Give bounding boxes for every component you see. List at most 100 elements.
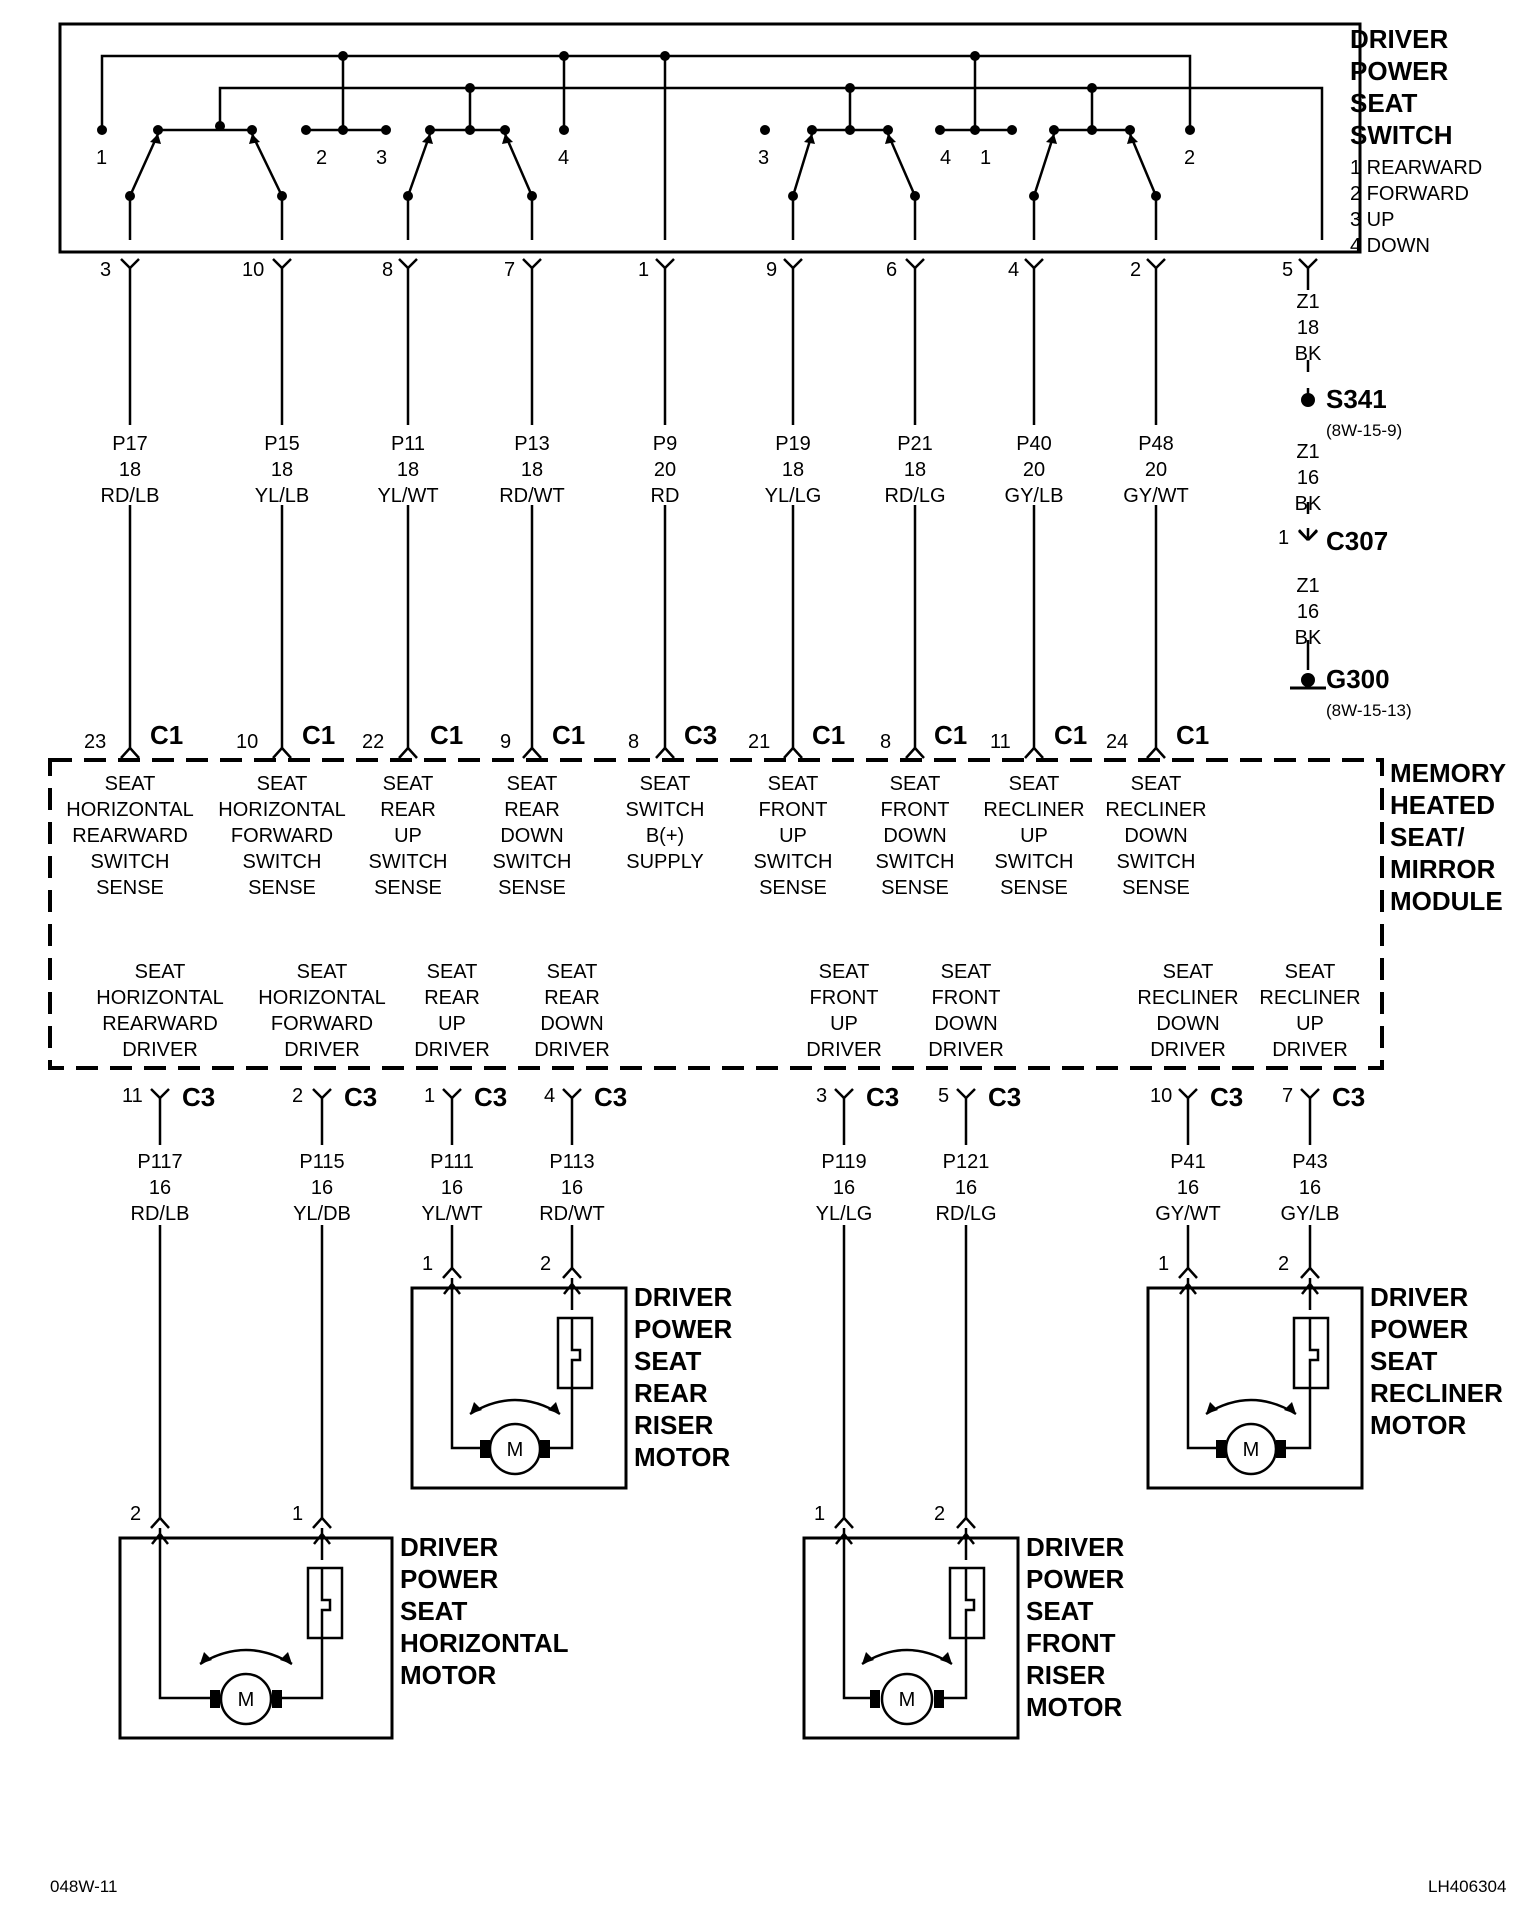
module-input-connector: C1 (1176, 720, 1209, 750)
switch-title-line: DRIVER (1350, 24, 1448, 54)
module-input-text: SENSE (498, 877, 566, 899)
motor-title-line: FRONT (1026, 1628, 1116, 1658)
module-input-connector: C3 (684, 720, 717, 750)
module-title-line: MIRROR (1390, 854, 1496, 884)
wire-circuit: P15 (264, 433, 300, 455)
module-input-text: HORIZONTAL (218, 799, 345, 821)
module-input-text: SEAT (507, 773, 558, 795)
module-output-connector: C3 (1332, 1082, 1365, 1112)
wire-circuit: P121 (943, 1151, 990, 1173)
module-input-text: SEAT (383, 773, 434, 795)
wire-gauge: 20 (1145, 459, 1167, 481)
switch-internal-number: 2 (316, 147, 327, 169)
module-output-pin: 5 (938, 1085, 949, 1107)
switch-pin-labels: 3 10 8 7 1 9 6 4 2 5 (100, 259, 1293, 281)
switch-pin: 5 (1282, 259, 1293, 281)
module-output-text: DRIVER (1272, 1039, 1348, 1061)
module-input-text: DOWN (1124, 825, 1187, 847)
motor-title-line: SEAT (1370, 1346, 1438, 1376)
ground-label: G300 (1326, 664, 1390, 694)
wire-color: YL/DB (293, 1203, 351, 1225)
module-output-pin: 11 (122, 1085, 143, 1107)
module-input-text: SENSE (374, 877, 442, 899)
wire-gauge: 16 (1299, 1177, 1321, 1199)
wire-color: YL/LB (255, 485, 309, 507)
module-input-connector: C1 (934, 720, 967, 750)
motor-title-line: REAR (634, 1378, 708, 1408)
module-output-text: DOWN (934, 1013, 997, 1035)
motor-title-line: DRIVER (1370, 1282, 1468, 1312)
recliner-motor: M 1 2 DRIVER POWER SEAT RECLINER MOTOR (1146, 1253, 1503, 1490)
motor-title-line: RISER (634, 1410, 714, 1440)
wire-gauge: 18 (119, 459, 141, 481)
module-output-text: SEAT (941, 961, 992, 983)
wire-gauge: 18 (782, 459, 804, 481)
wire-circuit: P19 (775, 433, 811, 455)
switch-internal-number: 1 (980, 147, 991, 169)
splice-ref: (8W-15-9) (1326, 421, 1402, 440)
switch-legend-line: 4 DOWN (1350, 235, 1430, 257)
motor-title-line: HORIZONTAL (400, 1628, 569, 1658)
module-input-text: RECLINER (983, 799, 1084, 821)
wire-circuit: P111 (430, 1151, 474, 1173)
module-input-text: DOWN (500, 825, 563, 847)
module-input-text: SEAT (768, 773, 819, 795)
wire-circuit: P13 (514, 433, 550, 455)
wire-gauge: 18 (397, 459, 419, 481)
module-output-text: FRONT (810, 987, 879, 1009)
switch-pin: 8 (382, 259, 393, 281)
motor-pin: 2 (130, 1503, 141, 1525)
ground-wire-color: BK (1295, 627, 1322, 649)
wire-color: RD (651, 485, 680, 507)
module-input-text: UP (779, 825, 807, 847)
motor-title-line: MOTOR (400, 1660, 497, 1690)
module-output-pin: 1 (424, 1085, 435, 1107)
wire-color: RD/LG (935, 1203, 996, 1225)
module-input-pin: 8 (880, 731, 891, 753)
wire-gauge: 20 (654, 459, 676, 481)
module-input-text: SWITCH (369, 851, 448, 873)
wire-gauge: 16 (441, 1177, 463, 1199)
motor-title-line: SEAT (634, 1346, 702, 1376)
module-output-text: DOWN (1156, 1013, 1219, 1035)
switch-internal-number: 3 (376, 147, 387, 169)
module-input-text: SENSE (248, 877, 316, 899)
horizontal-motor: M 2 1 DRIVER POWER SEAT HORIZONTAL MOTOR (118, 1503, 569, 1740)
wire-gauge: 18 (271, 459, 293, 481)
motor-pin: 1 (1158, 1253, 1169, 1275)
module-input-text: SWITCH (995, 851, 1074, 873)
module-input-text: SWITCH (876, 851, 955, 873)
wire-color: RD/LB (131, 1203, 190, 1225)
module-output-text: RECLINER (1259, 987, 1360, 1009)
switch-title-line: SEAT (1350, 88, 1418, 118)
ground-ref: (8W-15-13) (1326, 701, 1412, 720)
top-wire-group: P17 18 RD/LB P15 18 YL/LB P11 18 YL/WT P… (100, 257, 1189, 760)
rear-riser-motor: M 1 2 DRIVER POWER SEAT REAR RISER MOTOR (410, 1253, 732, 1490)
wire-gauge: 16 (955, 1177, 977, 1199)
module-input-text: FRONT (759, 799, 828, 821)
module-output-connector: C3 (344, 1082, 377, 1112)
motor-pin: 1 (422, 1253, 433, 1275)
module-input-text: SEAT (105, 773, 156, 795)
motor-title-line: DRIVER (1026, 1532, 1124, 1562)
wire-gauge: 18 (904, 459, 926, 481)
wire-gauge: 16 (149, 1177, 171, 1199)
module-output-text: FRONT (932, 987, 1001, 1009)
wire-gauge: 16 (561, 1177, 583, 1199)
wire-circuit: P21 (897, 433, 933, 455)
module-input-text: SWITCH (91, 851, 170, 873)
module-output-text: SEAT (135, 961, 186, 983)
switch-legend-line: 2 FORWARD (1350, 183, 1469, 205)
module-input-text: SEAT (1009, 773, 1060, 795)
ground-wire-color: BK (1295, 343, 1322, 365)
module-output-text: HORIZONTAL (258, 987, 385, 1009)
module-input-pin: 23 (84, 731, 106, 753)
module-output-connector: C3 (474, 1082, 507, 1112)
module-input-connector: C1 (430, 720, 463, 750)
module-input-text: SEAT (257, 773, 308, 795)
module-input-pin: 8 (628, 731, 639, 753)
module-input-connector: C1 (302, 720, 335, 750)
connector-pin: 1 (1278, 527, 1289, 549)
module-output-connector: C3 (182, 1082, 215, 1112)
motor-symbol: M (1243, 1439, 1260, 1461)
